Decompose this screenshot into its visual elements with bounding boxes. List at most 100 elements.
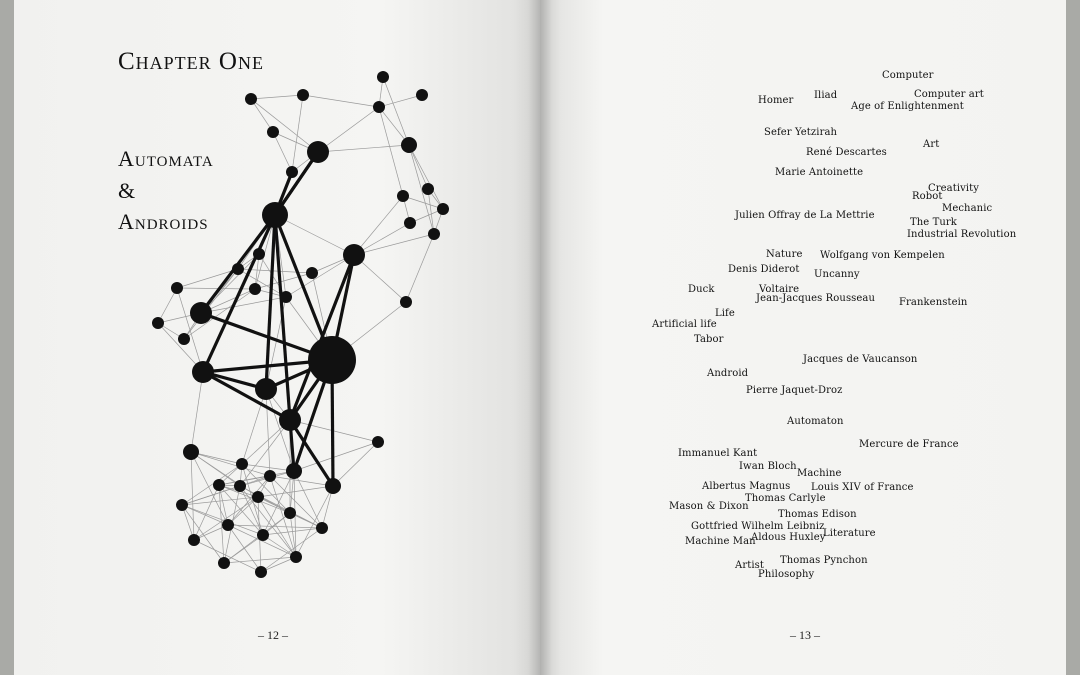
term-label: Creativity — [928, 183, 980, 194]
network-edge — [408, 144, 435, 235]
term-label: Philosophy — [758, 569, 815, 580]
network-edge — [190, 451, 271, 477]
network-node — [308, 336, 356, 384]
network-node — [178, 333, 190, 345]
term-label: Machine Man — [685, 536, 756, 547]
network-edge — [285, 254, 355, 298]
network-node — [307, 141, 329, 163]
term-label: Wolfgang von Kempelen — [820, 250, 945, 261]
network-node — [284, 507, 296, 519]
network-node — [373, 101, 385, 113]
network-node — [428, 228, 440, 240]
network-node — [262, 202, 288, 228]
network-edge — [405, 233, 435, 303]
network-edge — [262, 527, 323, 536]
network-node — [306, 267, 318, 279]
network-edge — [257, 485, 334, 498]
network-node — [377, 71, 389, 83]
network-edge — [181, 504, 195, 541]
term-label: Artist — [735, 560, 764, 571]
term-label: Gottfried Wilhelm Leibniz — [691, 521, 825, 532]
network-graph — [152, 71, 449, 578]
network-edge — [295, 485, 334, 558]
network-edge — [291, 94, 304, 173]
network-edge — [190, 451, 243, 465]
network-edge — [157, 287, 178, 324]
network-edge — [317, 106, 380, 153]
network-edge — [176, 268, 239, 289]
network-edge — [227, 524, 297, 558]
network-edge — [181, 504, 229, 526]
network-node — [171, 282, 183, 294]
network-edge — [293, 441, 379, 472]
network-edge — [241, 463, 291, 514]
network-edge — [181, 504, 264, 536]
term-label: Uncanny — [814, 269, 860, 280]
term-label: Iliad — [814, 90, 838, 101]
network-edge — [227, 496, 259, 526]
network-edge — [264, 214, 277, 390]
term-label: Iwan Bloch — [739, 461, 797, 472]
network-edge — [218, 484, 264, 536]
term-label: Mason & Dixon — [669, 501, 749, 512]
network-edge — [190, 451, 195, 541]
network-edge — [269, 475, 297, 558]
network-node — [255, 378, 277, 400]
network-edge — [181, 485, 241, 506]
network-edge — [250, 98, 319, 153]
term-label: The Turk — [910, 217, 957, 228]
term-label: Tabor — [694, 334, 724, 345]
network-edge — [353, 254, 407, 303]
network-edge — [302, 94, 380, 108]
network-edge — [378, 94, 423, 108]
network-edge — [176, 287, 204, 373]
term-label: Frankenstein — [899, 297, 968, 308]
term-label: Thomas Pynchon — [780, 555, 868, 566]
network-edge — [201, 214, 277, 373]
network-node — [222, 519, 234, 531]
network-edge — [241, 388, 267, 465]
term-label: Voltaire — [759, 284, 800, 295]
network-edge — [317, 144, 410, 153]
network-edge — [227, 475, 271, 526]
term-label: René Descartes — [806, 147, 887, 158]
network-edge — [402, 195, 444, 210]
page-number-left: – 12 – — [258, 628, 288, 642]
term-label: Aldous Huxley — [751, 532, 826, 543]
network-edge — [193, 524, 229, 541]
term-label: Louis XIV of France — [811, 482, 914, 493]
network-node — [232, 263, 244, 275]
network-edge — [265, 388, 295, 472]
chapter-title-line: Automata — [118, 146, 214, 171]
term-label: Denis Diderot — [728, 264, 800, 275]
network-node — [234, 480, 246, 492]
term-label: Thomas Edison — [778, 509, 857, 520]
term-label: Computer — [882, 70, 934, 81]
network-edge — [265, 388, 271, 477]
term-label: Art — [923, 139, 940, 150]
network-edge — [183, 288, 256, 340]
network-node — [176, 499, 188, 511]
network-edge — [237, 268, 287, 298]
network-node — [218, 557, 230, 569]
network-edge — [257, 496, 297, 558]
term-label: Julien Offray de La Mettrie — [735, 210, 875, 221]
network-edge — [260, 556, 297, 573]
term-label: Duck — [688, 284, 715, 295]
term-label: Pierre Jaquet-Droz — [746, 385, 843, 396]
term-label: Artificial life — [652, 319, 717, 330]
network-edge — [382, 76, 410, 146]
network-node — [290, 551, 302, 563]
network-node — [253, 248, 265, 260]
network-edge — [241, 463, 264, 536]
network-edge — [202, 370, 291, 422]
network-edge — [288, 419, 335, 487]
network-edge — [239, 485, 297, 558]
network-node — [264, 470, 276, 482]
network-node — [416, 89, 428, 101]
term-label: Computer art — [914, 89, 984, 100]
network-node — [343, 244, 365, 266]
network-edge — [378, 106, 404, 197]
left-page: Chapter One Automata & Androids — [14, 0, 540, 675]
